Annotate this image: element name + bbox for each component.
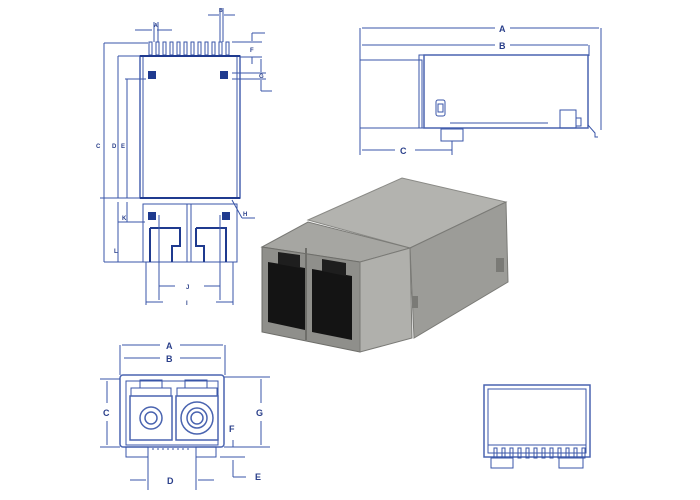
label-top-h: H xyxy=(243,212,247,218)
label-top-pitch-a: A xyxy=(154,23,158,29)
label-top-i: I xyxy=(186,301,188,307)
label-front-a: A xyxy=(166,341,173,351)
top-view-marker-left xyxy=(148,71,156,79)
label-front-d: D xyxy=(167,476,174,486)
label-side-c: C xyxy=(400,146,407,156)
label-top-j: J xyxy=(186,285,189,291)
lc-port-left xyxy=(268,262,305,330)
label-front-c: C xyxy=(103,408,110,418)
rear-view-pins xyxy=(493,447,586,459)
label-side-a: A xyxy=(499,24,506,34)
label-side-b: B xyxy=(499,41,506,51)
label-top-pitch-b: B xyxy=(219,8,223,14)
top-view: A B F G C D E K L xyxy=(96,8,272,307)
label-top-d: D xyxy=(112,144,117,150)
label-front-g: G xyxy=(256,408,263,418)
top-view-pins xyxy=(148,41,230,56)
label-top-l: L xyxy=(114,249,118,255)
label-front-e: E xyxy=(255,472,261,482)
label-front-b: B xyxy=(166,354,173,364)
label-top-g: G xyxy=(259,74,264,80)
top-view-marker-right xyxy=(220,71,228,79)
rear-view xyxy=(483,384,591,469)
lc-port-right xyxy=(312,269,352,340)
label-top-f: F xyxy=(250,48,254,54)
label-top-k: K xyxy=(122,216,127,222)
side-view: A B C xyxy=(359,24,602,156)
label-top-c: C xyxy=(96,144,101,150)
label-top-e: E xyxy=(121,144,125,150)
label-front-f: F xyxy=(229,424,235,434)
product-photo xyxy=(260,177,509,353)
front-view: A B C G F xyxy=(100,341,270,490)
